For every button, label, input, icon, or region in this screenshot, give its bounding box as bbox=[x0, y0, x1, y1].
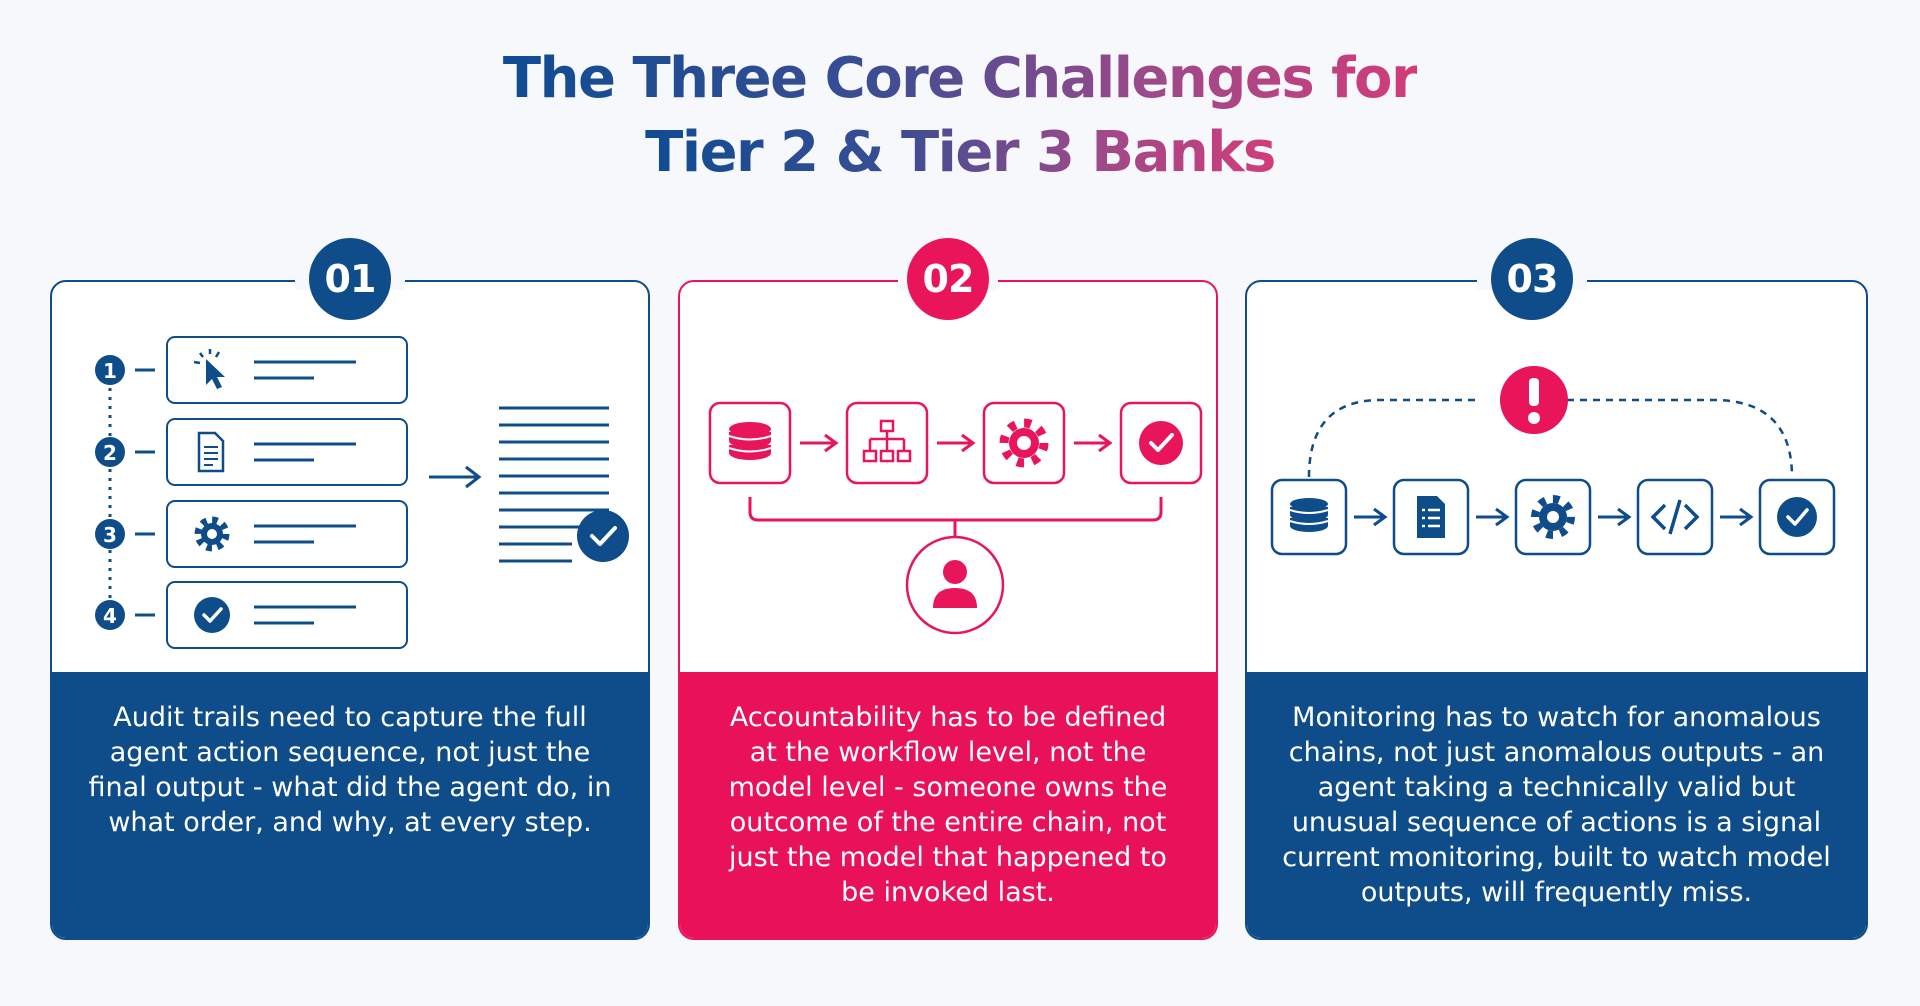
arrow-right-icon bbox=[1476, 507, 1510, 527]
card-3-text: Monitoring has to watch for anomalous ch… bbox=[1282, 702, 1831, 908]
card-2-number-badge: 02 bbox=[907, 238, 989, 320]
gear-icon bbox=[194, 516, 230, 552]
hierarchy-icon bbox=[862, 419, 912, 463]
monitor-node-check bbox=[1758, 478, 1836, 556]
card-3-description: Monitoring has to watch for anomalous ch… bbox=[1247, 672, 1866, 938]
chain-node-check bbox=[1119, 401, 1203, 485]
arrow-right-icon bbox=[1720, 507, 1754, 527]
step-row-4: 4 bbox=[95, 581, 408, 649]
page-title: The Three Core Challenges for Tier 2 & T… bbox=[0, 42, 1920, 190]
document-list-icon bbox=[1417, 496, 1445, 538]
card-1-number-badge: 01 bbox=[309, 238, 391, 320]
step-number-4: 4 bbox=[103, 604, 117, 628]
challenge-card-3: Monitoring has to watch for anomalous ch… bbox=[1245, 280, 1868, 940]
chain-node-database bbox=[708, 401, 792, 485]
check-circle-icon bbox=[1777, 497, 1817, 537]
title-line-2: Tier 2 & Tier 3 Banks bbox=[645, 120, 1276, 185]
owner-node bbox=[905, 535, 1005, 635]
arrow-right-icon bbox=[1354, 507, 1388, 527]
code-icon bbox=[1650, 499, 1700, 535]
monitor-node-database bbox=[1270, 478, 1348, 556]
chain-node-hierarchy bbox=[845, 401, 929, 485]
step-row-1: 1 bbox=[95, 336, 408, 404]
monitor-node-code bbox=[1636, 478, 1714, 556]
card-1-text: Audit trails need to capture the full ag… bbox=[88, 702, 612, 838]
step-number-1: 1 bbox=[103, 359, 117, 383]
check-circle-icon bbox=[194, 597, 230, 633]
step-number-3: 3 bbox=[103, 523, 117, 547]
step-box-1 bbox=[166, 336, 408, 404]
step-number-badge-2 bbox=[95, 437, 125, 467]
monitor-node-gear bbox=[1514, 478, 1592, 556]
step-box-2 bbox=[166, 418, 408, 486]
step-row-3: 3 bbox=[95, 500, 408, 568]
card-2-description: Accountability has to be defined at the … bbox=[680, 672, 1216, 938]
card-2-number: 02 bbox=[922, 257, 975, 301]
step-box-3 bbox=[166, 500, 408, 568]
card-1-number: 01 bbox=[324, 257, 377, 301]
gear-icon bbox=[999, 418, 1049, 468]
arrow-right-icon bbox=[429, 465, 482, 489]
challenge-card-1: 1 2 bbox=[50, 280, 650, 940]
arrow-right-icon bbox=[1598, 507, 1632, 527]
gear-icon bbox=[1531, 495, 1575, 539]
arrow-right-icon bbox=[1074, 433, 1113, 453]
arrow-right-icon bbox=[937, 433, 976, 453]
person-icon bbox=[933, 560, 977, 608]
check-circle-icon bbox=[1139, 421, 1183, 465]
arrow-right-icon bbox=[800, 433, 839, 453]
audit-trail-illustration: 1 2 bbox=[95, 336, 629, 649]
cursor-click-icon bbox=[193, 349, 225, 389]
database-icon bbox=[728, 422, 772, 460]
result-check-icon bbox=[577, 510, 629, 562]
document-icon bbox=[197, 431, 225, 473]
card-1-description: Audit trails need to capture the full ag… bbox=[52, 672, 648, 938]
step-box-4 bbox=[166, 581, 408, 649]
step-row-2: 2 bbox=[95, 418, 408, 486]
database-icon bbox=[1289, 498, 1329, 532]
step-number-badge-1 bbox=[95, 355, 125, 385]
chain-node-gear bbox=[982, 401, 1066, 485]
card-3-number: 03 bbox=[1506, 257, 1559, 301]
challenge-card-2: Accountability has to be defined at the … bbox=[678, 280, 1218, 940]
anomaly-monitoring-illustration bbox=[1270, 366, 1836, 556]
card-3-number-badge: 03 bbox=[1491, 238, 1573, 320]
monitor-node-document bbox=[1392, 478, 1470, 556]
exclamation-alert-icon bbox=[1500, 366, 1568, 434]
title-line-1: The Three Core Challenges for bbox=[502, 46, 1419, 111]
workflow-accountability-illustration bbox=[708, 401, 1203, 635]
step-number-badge-4 bbox=[95, 600, 125, 630]
step-number-2: 2 bbox=[103, 441, 117, 465]
card-2-text: Accountability has to be defined at the … bbox=[728, 702, 1168, 908]
step-number-badge-3 bbox=[95, 519, 125, 549]
